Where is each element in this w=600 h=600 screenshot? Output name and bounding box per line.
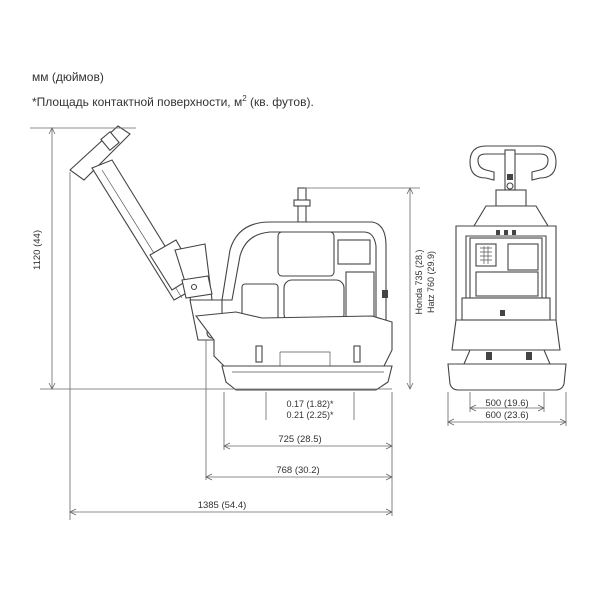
main-body bbox=[194, 311, 393, 367]
front-handle bbox=[469, 145, 557, 181]
total-length-label: 1385 (54.4) bbox=[198, 500, 247, 511]
height-label: 1120 (44) bbox=[32, 230, 43, 270]
engine-grille bbox=[480, 246, 492, 264]
contact-area-note-sup: 2 bbox=[242, 94, 247, 103]
hatz-height-label: Hatz 760 (29.9) bbox=[426, 251, 436, 313]
front-base-plate bbox=[447, 363, 567, 391]
plate-length-label: 725 (28.5) bbox=[278, 434, 321, 445]
honda-height-label: Honda 735 (28.) bbox=[414, 249, 424, 314]
lifting-eye bbox=[293, 187, 311, 223]
front-lower-body bbox=[451, 319, 561, 351]
side-view-machine bbox=[69, 125, 393, 391]
contact-area-2-label: 0.21 (2.25)* bbox=[286, 410, 334, 420]
contact-area-note: *Площадь контактной поверхности, м2 (кв.… bbox=[32, 94, 314, 109]
contact-area-1-label: 0.17 (1.82)* bbox=[286, 399, 334, 409]
mount-bolts bbox=[255, 345, 361, 363]
contact-area-note-prefix: *Площадь контактной поверхности, м bbox=[32, 95, 243, 109]
front-view-dimensions: 500 (19.6) 600 (23.6) bbox=[447, 392, 567, 426]
base-length-label: 768 (30.2) bbox=[276, 465, 319, 476]
width-1-label: 500 (19.6) bbox=[485, 398, 528, 409]
engine bbox=[241, 231, 388, 324]
side-view-dimensions: 1120 (44) Honda 735 (28.) Hatz 760 (29.9… bbox=[30, 127, 436, 520]
width-2-label: 600 (23.6) bbox=[485, 410, 528, 421]
front-view-machine bbox=[447, 145, 567, 391]
base-plate bbox=[221, 365, 393, 391]
contact-area-note-suffix: (кв. футов). bbox=[246, 95, 314, 109]
units-note: мм (дюймов) bbox=[32, 70, 104, 84]
handle bbox=[69, 125, 223, 341]
